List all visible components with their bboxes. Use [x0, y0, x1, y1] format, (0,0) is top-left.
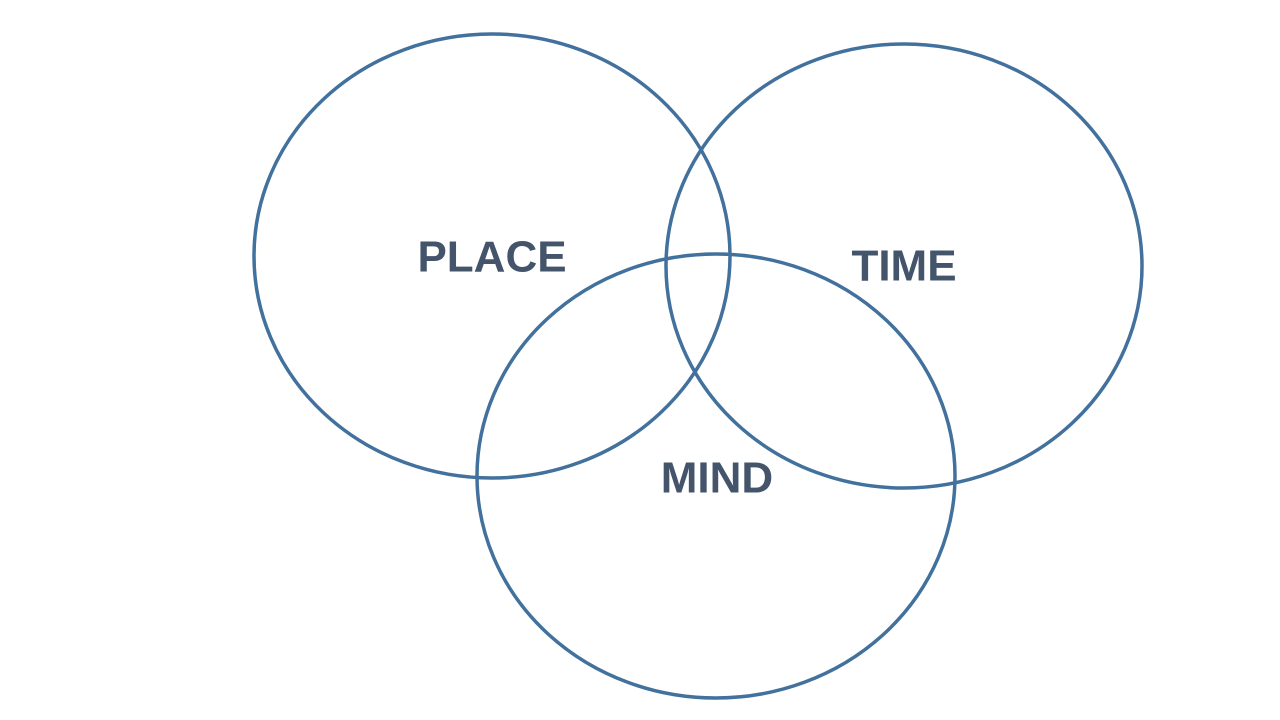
time-circle — [664, 42, 1144, 490]
mind-label: MIND — [661, 454, 773, 503]
place-label: PLACE — [417, 233, 566, 282]
mind-circle — [475, 252, 957, 700]
time-label: TIME — [851, 242, 956, 291]
